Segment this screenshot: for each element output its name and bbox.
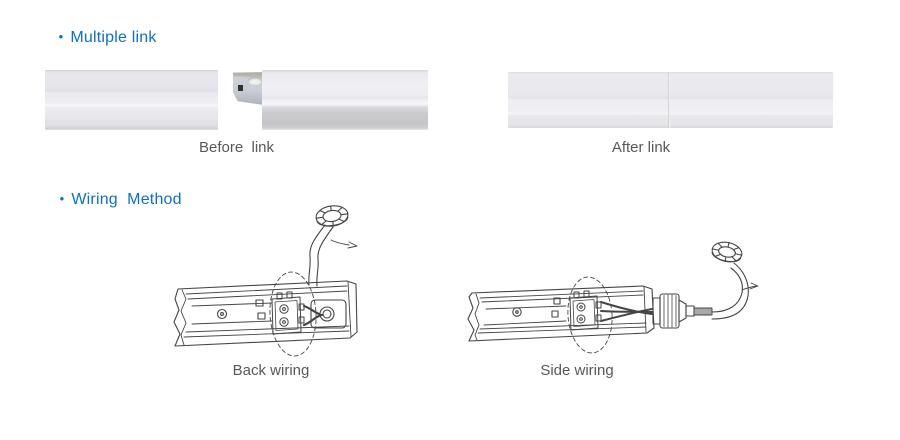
terminal-wires [302,304,324,327]
joint-seam [668,72,670,128]
section-heading-multiple-link: • Multiple link [40,11,157,65]
cable-entry-hole [310,299,347,329]
after-link-caption: After link [611,139,671,156]
joined-fixture [508,72,833,128]
cable-stub [693,307,713,316]
fixture-housing [173,280,358,347]
section-heading-multiple-link-label: Multiple link [70,29,157,46]
ground-wire-branch [330,239,358,249]
side-wiring-caption: Side wiring [540,362,614,379]
connector-tab-slot [248,77,262,85]
fixture-left-segment [45,70,218,130]
cable-gland-cap-icon [711,241,743,263]
dashed-focus-ellipse [567,276,613,354]
side-wiring-diagram [467,241,759,354]
before-link-caption: Before link [198,139,275,156]
cable-clip [553,297,561,305]
before-link-figure [45,70,428,130]
strain-relief-gland [652,293,713,329]
fixture-housing [467,285,655,342]
power-cable [711,241,759,320]
terminal-block [271,291,305,335]
fixture-right-segment [262,70,428,130]
bullet-icon: • [59,191,65,206]
power-cable [308,205,358,287]
cable-gland-cap-icon [315,205,349,227]
ground-wire-branch [741,282,759,291]
section-heading-wiring-method-label: Wiring Method [71,191,182,208]
bullet-icon: • [58,29,64,44]
cable-clip [257,312,266,320]
cable-clip [255,299,264,307]
terminal-wires [600,301,653,322]
mounting-screw [216,308,228,320]
back-wiring-diagram [173,205,358,357]
cable-clip [551,310,559,318]
section-heading-wiring-method: • Wiring Method [41,173,182,227]
terminal-block [569,290,602,331]
dashed-focus-ellipse [269,271,317,357]
connector-tab-hole [238,85,243,91]
after-link-figure [508,72,833,128]
mounting-screw [512,307,522,317]
back-wiring-caption: Back wiring [232,362,310,379]
